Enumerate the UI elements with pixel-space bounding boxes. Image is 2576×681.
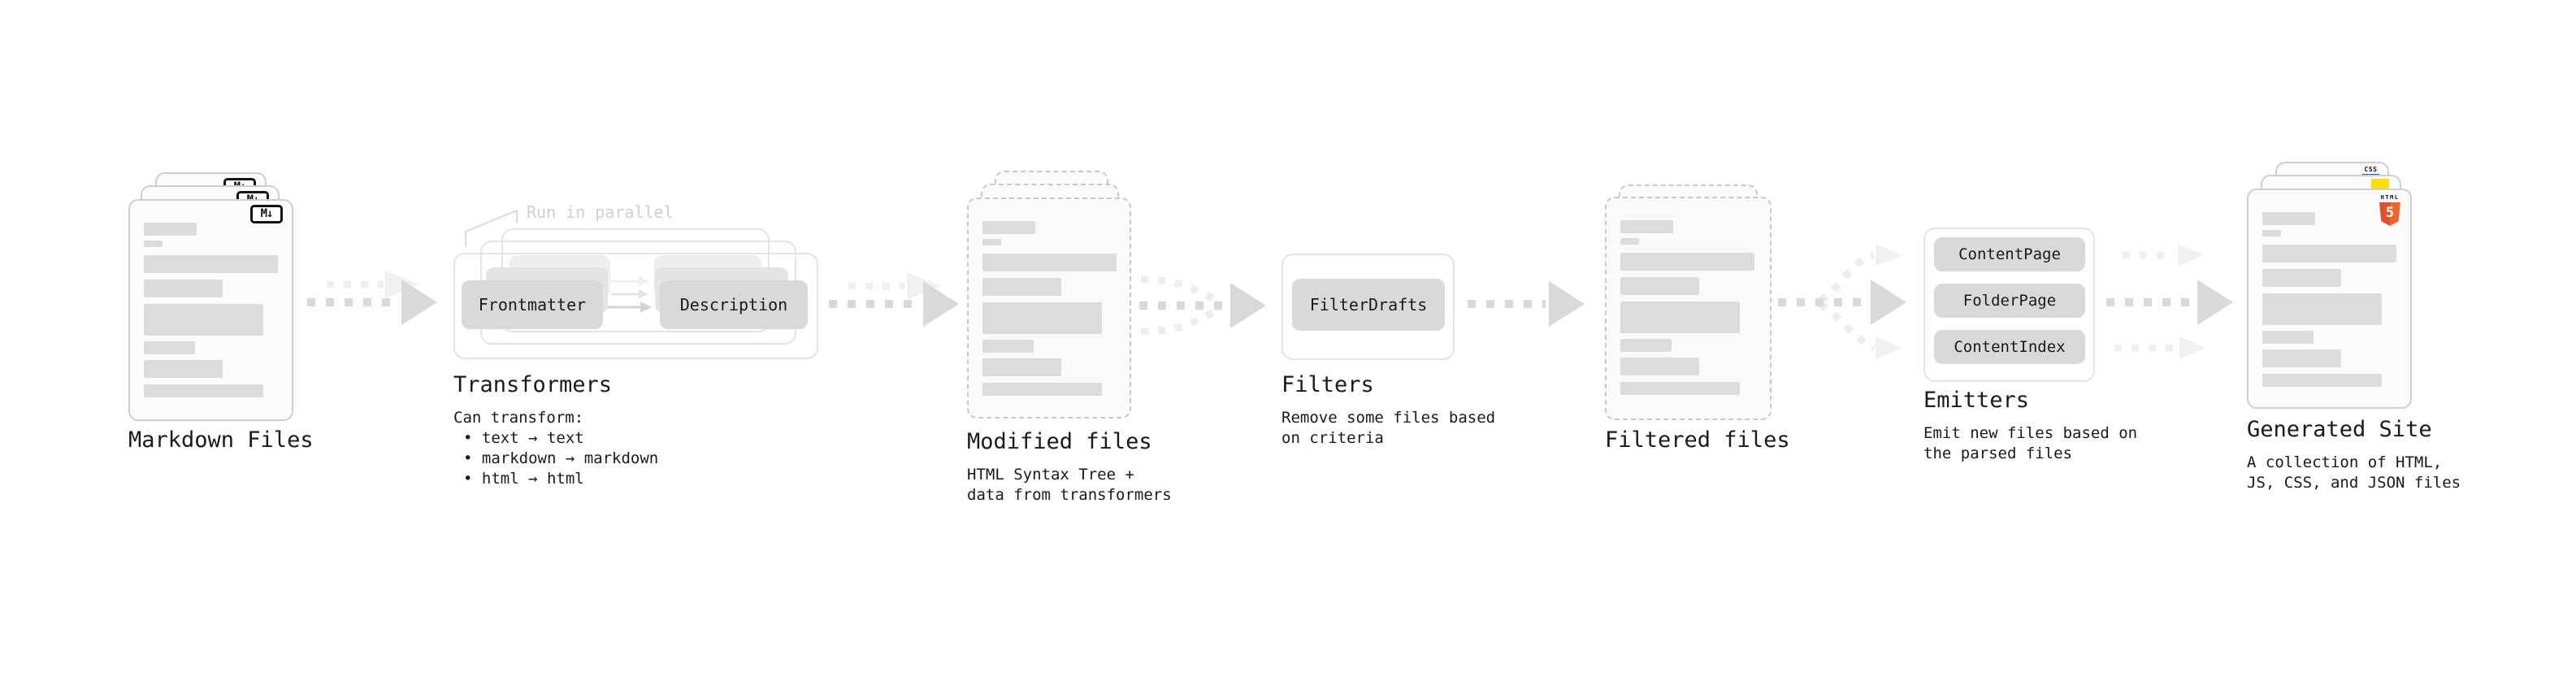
- html5-icon: HTML 5: [2379, 194, 2401, 226]
- text-line-bar: [1620, 220, 1673, 233]
- node-subtitle: Remove some files based: [1281, 409, 1496, 427]
- contentindex-box: ContentIndex: [1934, 330, 2085, 364]
- filtered-file-card-front: [1605, 197, 1772, 420]
- text-line-bar: [144, 341, 195, 354]
- transform-bullet: • markdown → markdown: [463, 449, 659, 467]
- node-title: Modified files: [967, 429, 1152, 454]
- arrow-emitters-to-generated: [2106, 244, 2233, 359]
- contentpage-box: ContentPage: [1934, 237, 2085, 271]
- frontmatter-box: Frontmatter: [462, 280, 603, 329]
- text-line-bar: [982, 278, 1061, 296]
- node-subtitle: JS, CSS, and JSON files: [2247, 474, 2461, 492]
- text-line-bar: [1620, 339, 1672, 352]
- text-line-bar: [2262, 374, 2382, 387]
- text-line-bar: [982, 340, 1034, 353]
- modified-file-card-front: [967, 197, 1131, 419]
- markdown-file-card-front: M↓: [128, 199, 293, 421]
- node-subtitle: data from transformers: [967, 486, 1172, 504]
- text-line-bar: [982, 221, 1035, 234]
- arrow-transformers-to-modified: [829, 272, 959, 327]
- text-line-bar: [1620, 358, 1699, 375]
- text-line-bar: [2262, 212, 2315, 225]
- markdown-icon: M↓: [250, 205, 283, 223]
- modified-files-label: Modified files HTML Syntax Tree + data f…: [967, 429, 1172, 505]
- text-line-bar: [144, 255, 278, 273]
- text-line-bar: [144, 360, 223, 378]
- folderpage-box: FolderPage: [1934, 284, 2085, 318]
- text-line-bar: [1620, 238, 1639, 245]
- text-line-bar: [982, 254, 1117, 271]
- text-line-bar: [1620, 382, 1740, 395]
- transform-bullet: • text → text: [463, 429, 584, 447]
- text-line-bar: [144, 304, 263, 336]
- node-title: Filtered files: [1605, 427, 1790, 453]
- text-line-bar: [144, 384, 263, 397]
- text-line-bar: [2262, 269, 2341, 287]
- filtered-files-label: Filtered files: [1605, 427, 1790, 463]
- node-subtitle: Can transform:: [453, 409, 584, 427]
- emitters-container: [1923, 228, 2095, 382]
- arrow-filters-to-filtered: [1468, 281, 1585, 327]
- filterdrafts-box: FilterDrafts: [1292, 279, 1445, 331]
- node-subtitle: HTML Syntax Tree +: [967, 466, 1134, 484]
- node-subtitle: Emit new files based on: [1923, 424, 2138, 442]
- node-subtitle: A collection of HTML,: [2247, 453, 2443, 471]
- generated-file-card-front: HTML 5: [2247, 189, 2412, 409]
- run-in-parallel-leader-line: [465, 209, 518, 247]
- run-in-parallel-annotation: Run in parallel: [527, 202, 674, 222]
- text-line-bar: [982, 302, 1102, 334]
- text-line-bar: [1620, 277, 1699, 295]
- arrow-modified-to-filters: [1139, 275, 1266, 336]
- html5-badge-label: HTML: [2380, 194, 2400, 201]
- filters-container: [1281, 254, 1455, 360]
- node-title: Markdown Files: [128, 427, 314, 453]
- text-line-bar: [2262, 331, 2314, 344]
- text-line-bar: [144, 241, 163, 247]
- markdown-files-label: Markdown Files: [128, 427, 314, 463]
- emitters-label: Emitters Emit new files based on the par…: [1923, 388, 2137, 464]
- node-title: Generated Site: [2247, 417, 2432, 442]
- text-line-bar: [2262, 230, 2281, 236]
- text-line-bar: [2262, 245, 2396, 262]
- node-title: Emitters: [1923, 388, 2030, 413]
- arrow-markdown-to-transformers: [307, 271, 437, 325]
- description-box: Description: [660, 280, 808, 329]
- text-line-bar: [2262, 349, 2341, 367]
- text-line-bar: [982, 383, 1102, 396]
- node-title: Filters: [1281, 372, 1374, 397]
- transform-bullet: • html → html: [463, 470, 584, 488]
- node-subtitle: the parsed files: [1923, 445, 2073, 462]
- text-line-bar: [1620, 301, 1740, 333]
- transformer-container-front: [453, 253, 818, 359]
- transformers-label: Transformers Can transform: • text → tex…: [453, 372, 658, 489]
- html5-badge-shield: 5: [2379, 202, 2400, 226]
- transformer-parallel-arrows: [606, 276, 652, 313]
- text-line-bar: [144, 223, 197, 236]
- node-title: Transformers: [453, 372, 613, 397]
- text-line-bar: [2262, 293, 2382, 325]
- generated-site-label: Generated Site A collection of HTML, JS,…: [2247, 417, 2461, 493]
- css-badge-label: CSS: [2364, 166, 2378, 173]
- text-line-bar: [982, 239, 1001, 245]
- filters-label: Filters Remove some files based on crite…: [1281, 372, 1495, 449]
- arrow-filtered-to-emitters: [1778, 244, 1906, 359]
- text-line-bar: [1620, 253, 1754, 271]
- node-subtitle: on criteria: [1281, 429, 1384, 447]
- text-line-bar: [982, 358, 1061, 376]
- text-line-bar: [144, 280, 223, 297]
